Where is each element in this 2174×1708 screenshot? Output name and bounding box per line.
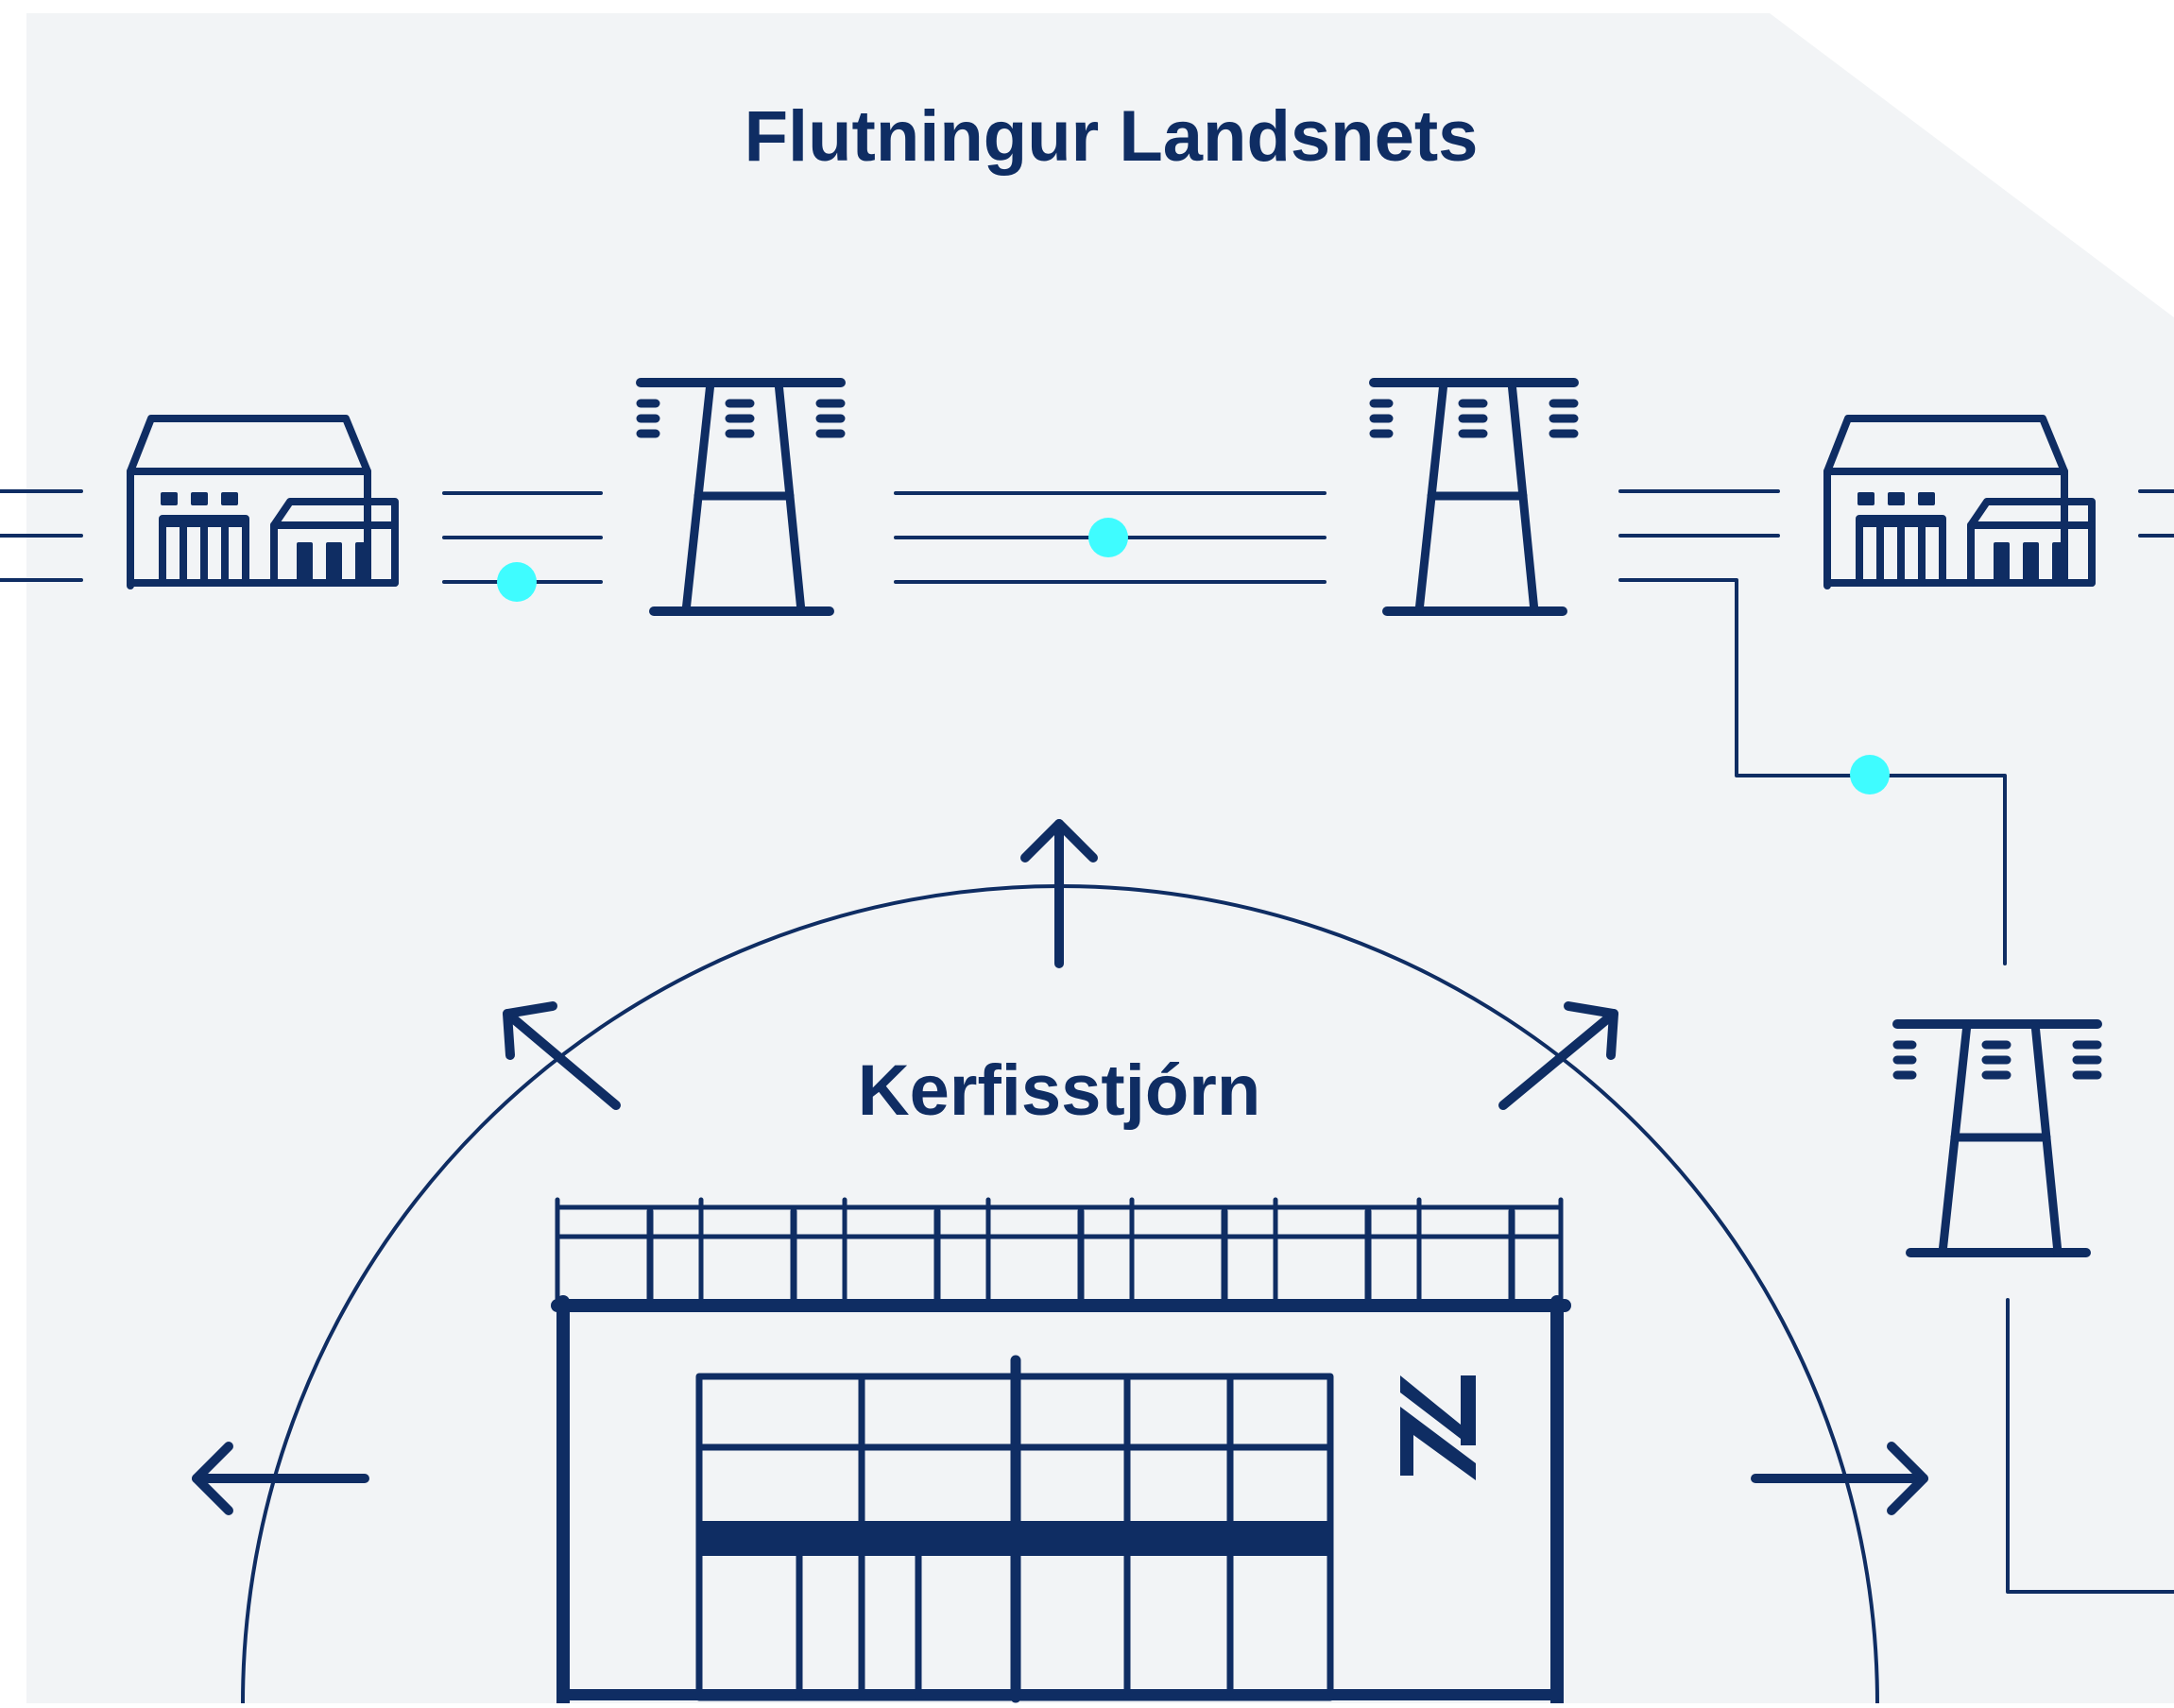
- substation-icon: [1823, 415, 2096, 589]
- transmission-tower-icon: [1892, 1019, 2102, 1257]
- line-segment-bottom-right: [2006, 1298, 2174, 1594]
- landsnet-logo-icon: [1400, 1375, 1476, 1480]
- diagram-title: Flutningur Landsnets: [745, 96, 1479, 177]
- line-segment-3: [1618, 489, 2007, 965]
- arrow-icon: [503, 1001, 621, 1110]
- line-segment-right-edge: [2138, 489, 2174, 538]
- arrow-icon: [1751, 1442, 1928, 1515]
- control-center-label: Kerfisstjórn: [858, 1050, 1261, 1131]
- current-dot: [1088, 518, 1128, 557]
- background-panel: [26, 13, 2174, 1703]
- current-dot: [497, 562, 537, 602]
- control-center-building-icon: [551, 1197, 1571, 1708]
- arrow-icon: [1020, 819, 1098, 968]
- arrow-icon: [192, 1442, 369, 1515]
- transmission-tower-icon: [1369, 378, 1579, 616]
- current-dot: [1850, 755, 1890, 794]
- transmission-tower-icon: [636, 378, 846, 616]
- arrow-icon: [1498, 1001, 1618, 1110]
- line-segment-left-edge: [0, 489, 83, 582]
- substation-icon: [127, 415, 399, 589]
